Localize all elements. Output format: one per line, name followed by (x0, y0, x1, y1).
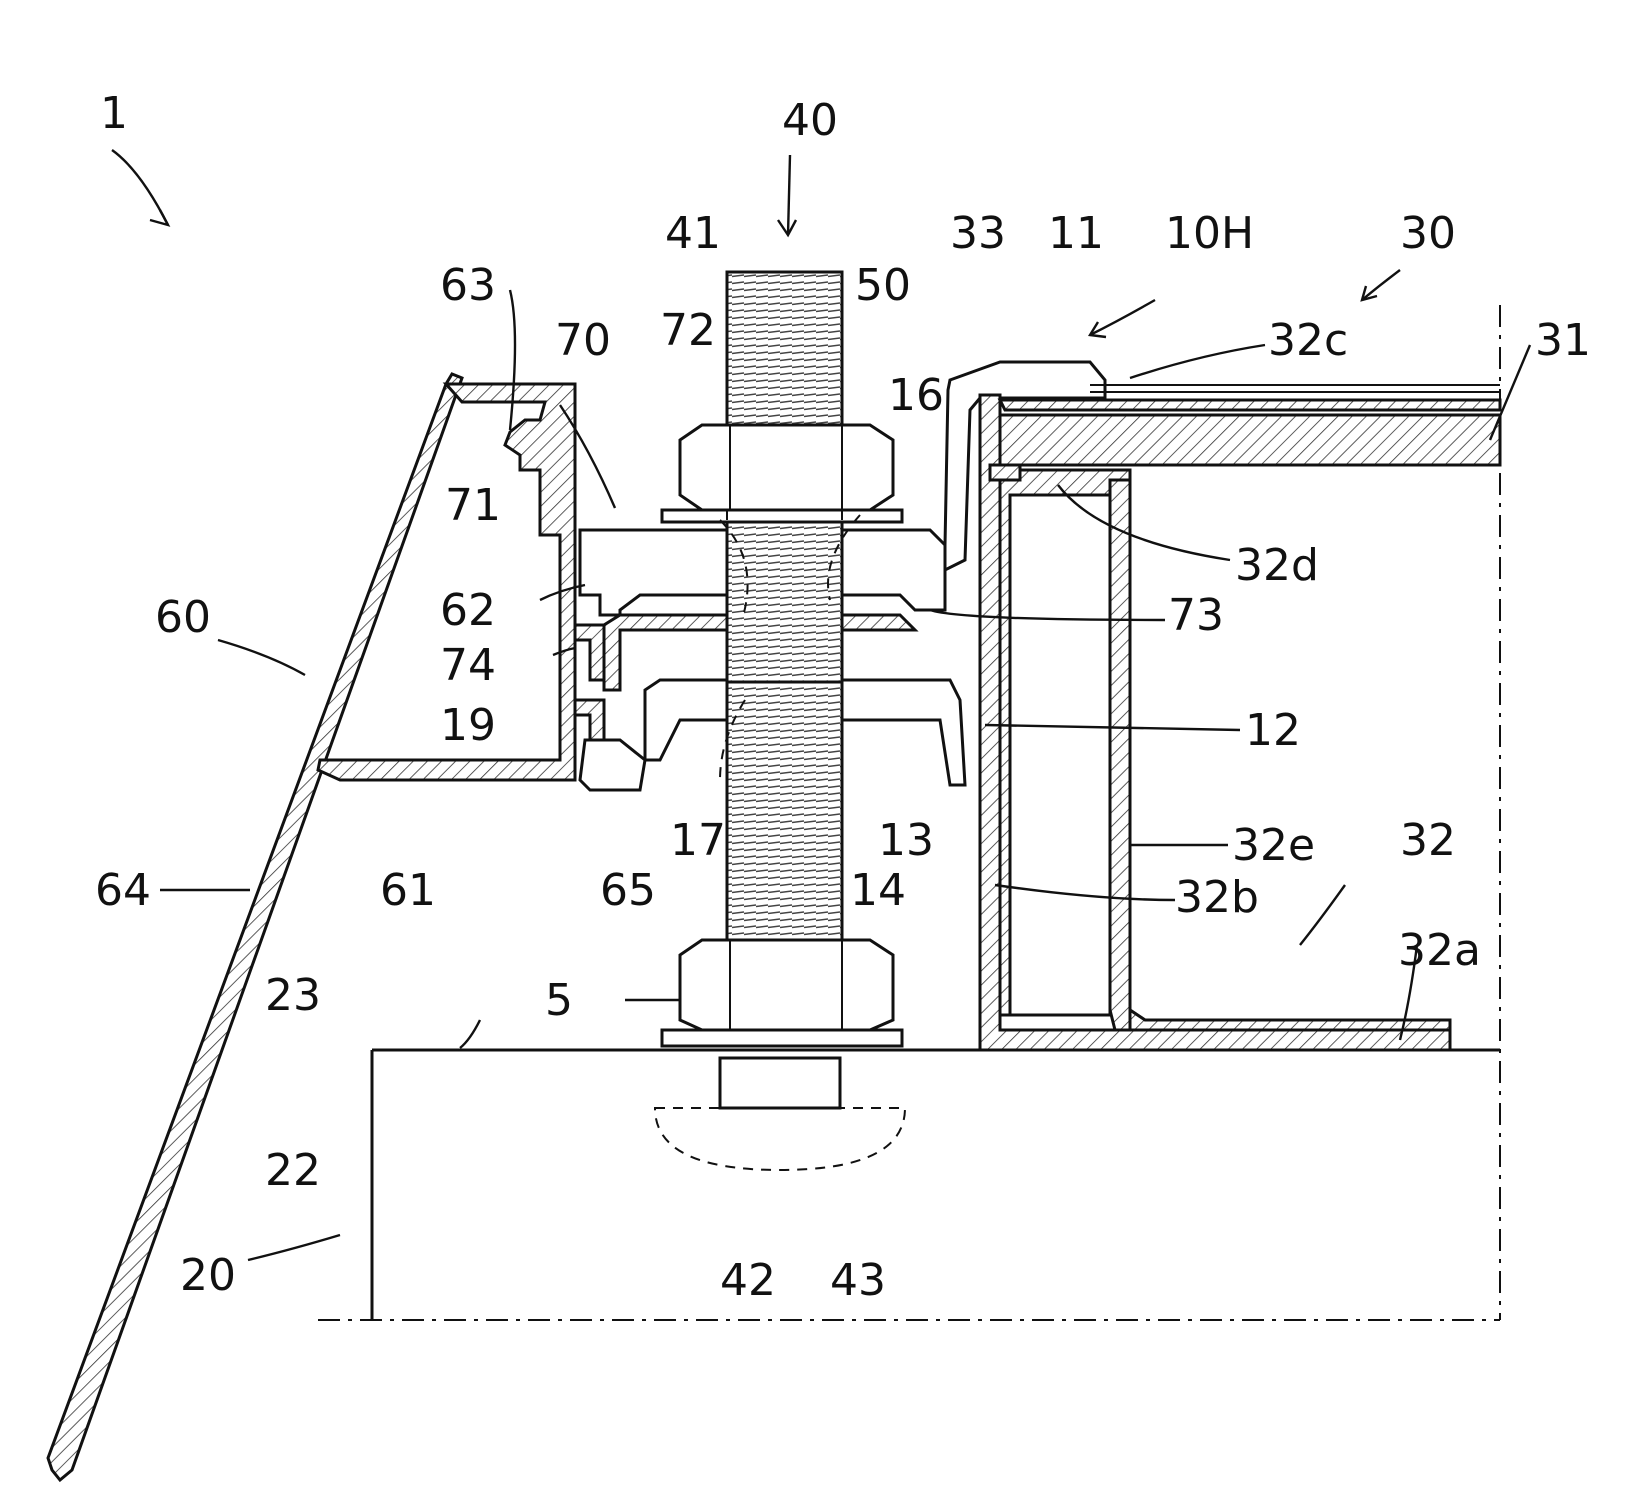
label-22: 22 (265, 1145, 321, 1196)
label-40: 40 (782, 95, 838, 146)
label-32b: 32b (1175, 872, 1259, 923)
label-13: 13 (878, 815, 934, 866)
label-50: 50 (855, 260, 911, 311)
label-19: 19 (440, 700, 496, 751)
label-43: 43 (830, 1255, 886, 1306)
label-16: 16 (888, 370, 944, 421)
label-17: 17 (670, 815, 726, 866)
label-41: 41 (665, 208, 721, 259)
label-72: 72 (660, 305, 716, 356)
label-63: 63 (440, 260, 496, 311)
label-11: 11 (1048, 208, 1104, 259)
label-32: 32 (1400, 815, 1456, 866)
label-65: 65 (600, 865, 656, 916)
label-14: 14 (850, 865, 906, 916)
label-12: 12 (1245, 705, 1301, 756)
cover-profile (48, 374, 604, 1480)
label-61: 61 (380, 865, 436, 916)
label-32c: 32c (1268, 315, 1348, 366)
label-74: 74 (440, 640, 496, 691)
label-70: 70 (555, 315, 611, 366)
label-60: 60 (155, 592, 211, 643)
label-20: 20 (180, 1250, 236, 1301)
label-42: 42 (720, 1255, 776, 1306)
label-10H: 10H (1165, 208, 1254, 259)
label-1: 1 (100, 88, 128, 139)
label-64: 64 (95, 865, 151, 916)
label-23: 23 (265, 970, 321, 1021)
label-32a: 32a (1398, 925, 1481, 976)
label-32e: 32e (1232, 820, 1315, 871)
label-30: 30 (1400, 208, 1456, 259)
label-5: 5 (545, 975, 573, 1026)
label-62: 62 (440, 585, 496, 636)
label-71: 71 (445, 480, 501, 531)
label-73: 73 (1168, 590, 1224, 641)
label-32d: 32d (1235, 540, 1319, 591)
label-33: 33 (950, 208, 1006, 259)
panel (990, 385, 1500, 480)
label-31: 31 (1535, 315, 1591, 366)
